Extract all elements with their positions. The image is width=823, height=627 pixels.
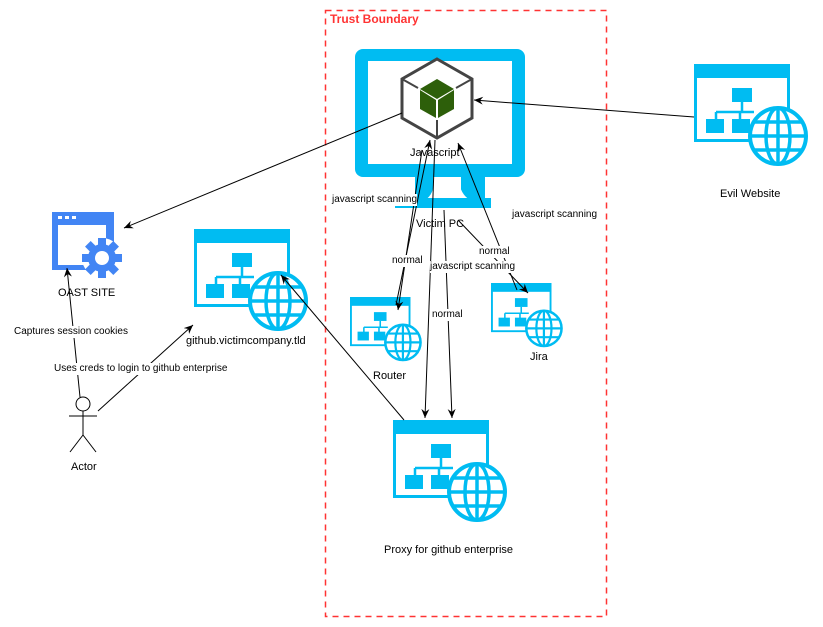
edge-label-normal-router: normal	[392, 255, 423, 267]
router-label: Router	[373, 370, 407, 382]
edge-router-to-javascript	[395, 139, 433, 306]
jira-label: Jira	[530, 351, 548, 363]
trust-boundary-label: Trust Boundary	[330, 12, 419, 26]
edge-label-uses-creds: Uses creds to login to github enterprise	[54, 363, 228, 375]
router-icon	[348, 295, 422, 362]
evil-website-icon	[692, 62, 808, 166]
actor-label: Actor	[71, 461, 97, 473]
stick-figure-icon	[69, 396, 97, 453]
edge-label-captures-cookies: Captures session cookies	[14, 326, 128, 338]
proxy-label: Proxy for github enterprise	[384, 544, 514, 556]
oast-site-label: OAST SITE	[58, 287, 116, 299]
edge-label-js-scanning-jira: javascript scanning	[512, 209, 598, 221]
edge-victimpc-to-oast	[123, 112, 403, 229]
jira-icon	[489, 281, 563, 348]
github-label: github.victimcompany.tld	[186, 335, 306, 347]
github-website-icon	[192, 227, 308, 331]
javascript-label: Javascript	[410, 147, 460, 159]
evil-website-label: Evil Website	[720, 188, 781, 200]
browser-gear-icon	[52, 212, 122, 278]
edge-label-normal-jira: normal	[479, 246, 510, 258]
edge-label-js-scanning-proxy: javascript scanning	[430, 261, 516, 273]
edge-label-normal-proxy: normal	[432, 309, 463, 321]
proxy-website-icon	[391, 418, 507, 522]
trust-boundary-box	[324, 9, 608, 618]
edge-label-js-scanning-router: javascript scanning	[332, 194, 418, 206]
edge-evil-to-javascript	[473, 96, 695, 118]
edge-javascript-to-proxy	[421, 139, 436, 419]
cube-icon	[400, 57, 474, 140]
edge-proxy-to-github	[280, 274, 405, 421]
edge-javascript-to-router	[395, 149, 423, 311]
victim-pc-label: Victim PC	[416, 218, 465, 230]
